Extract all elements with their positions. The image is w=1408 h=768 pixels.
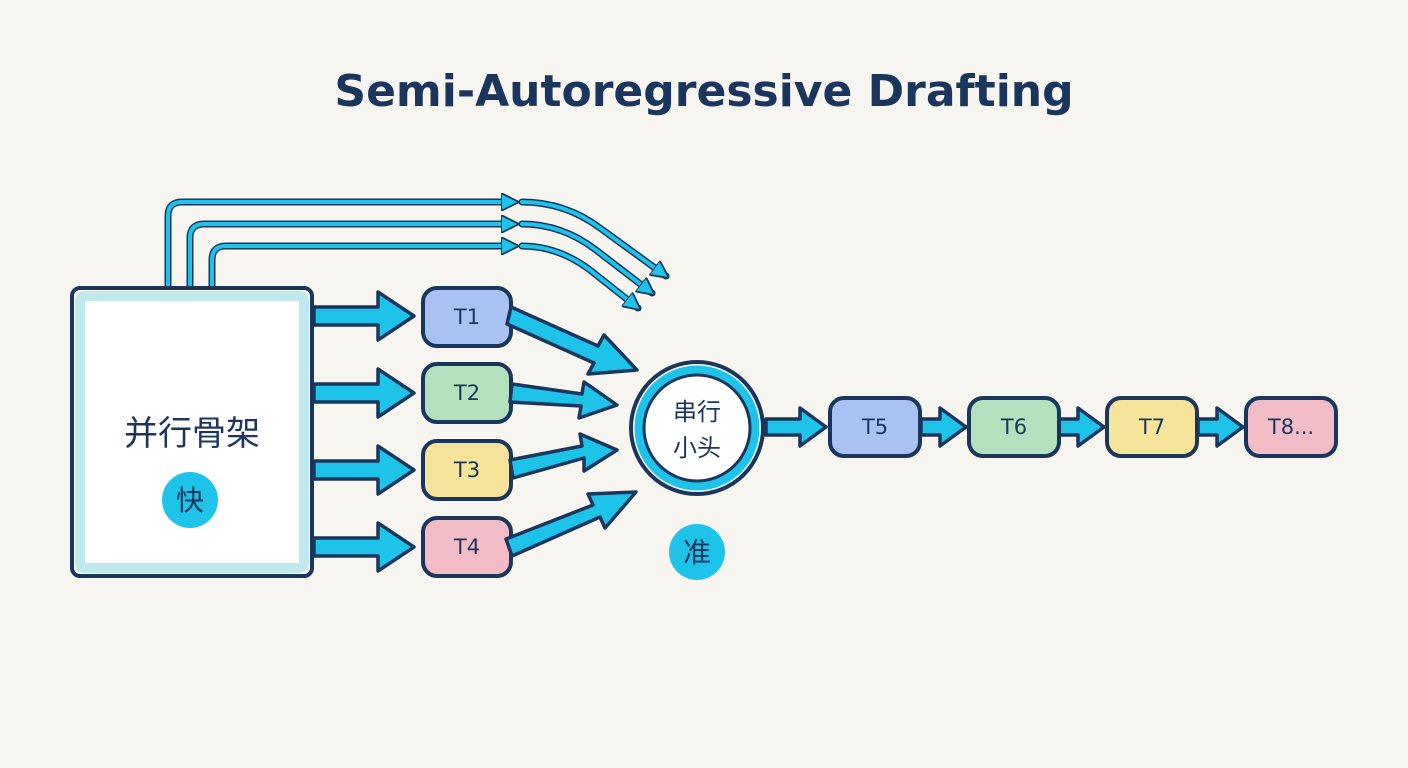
token-t4: T4	[421, 516, 513, 578]
token-t6: T6	[967, 396, 1061, 458]
token-label: T2	[453, 381, 480, 405]
token-t7: T7	[1105, 396, 1199, 458]
arrow-head-to-t5	[764, 406, 828, 448]
fast-badge	[162, 472, 218, 528]
head-label-line2: 小头	[673, 434, 721, 462]
arrow-t6-to-t7	[1057, 406, 1106, 448]
head-label-line1: 串行	[673, 398, 721, 426]
serial-chain-arrows	[764, 406, 1245, 448]
token-label: T8...	[1267, 415, 1314, 439]
arrow-to-t2	[312, 367, 416, 419]
token-t2: T2	[421, 362, 513, 424]
token-t8: T8...	[1244, 396, 1338, 458]
arrow-t4-to-head	[504, 490, 638, 558]
arrow-t3-to-head	[508, 432, 619, 480]
backbone-to-token-arrows	[312, 290, 416, 573]
arrow-to-t1	[312, 290, 416, 342]
bypass-arrow-2	[186, 220, 514, 292]
parallel-backbone: 并行骨架 快	[70, 286, 314, 578]
bypass-arrows	[164, 202, 666, 312]
arrow-t1-to-head	[505, 305, 639, 376]
token-label: T1	[453, 305, 480, 329]
arrow-t2-to-head	[508, 380, 619, 420]
token-t5: T5	[828, 396, 922, 458]
arrow-t7-to-t8	[1196, 406, 1245, 448]
token-t1: T1	[421, 286, 513, 348]
serial-head: 串行 小头 准	[629, 360, 765, 580]
accurate-badge-label: 准	[683, 536, 711, 569]
token-label: T5	[861, 415, 888, 439]
token-label: T7	[1138, 415, 1165, 439]
backbone-label: 并行骨架	[124, 414, 260, 454]
token-t3: T3	[421, 439, 513, 501]
bypass-arrow-3	[208, 242, 514, 292]
arrow-to-t4	[312, 521, 416, 573]
token-label: T4	[453, 535, 480, 559]
token-label: T6	[1000, 415, 1027, 439]
arrow-t5-to-t6	[919, 406, 968, 448]
diagram-title: Semi-Autoregressive Drafting	[334, 66, 1073, 117]
fast-badge-label: 快	[176, 484, 204, 517]
accurate-badge	[669, 524, 725, 580]
arrow-to-t3	[312, 444, 416, 496]
token-label: T3	[453, 458, 480, 482]
token-to-head-arrows	[504, 305, 639, 558]
serial-token-group: T5 T6 T7 T8...	[828, 396, 1338, 458]
